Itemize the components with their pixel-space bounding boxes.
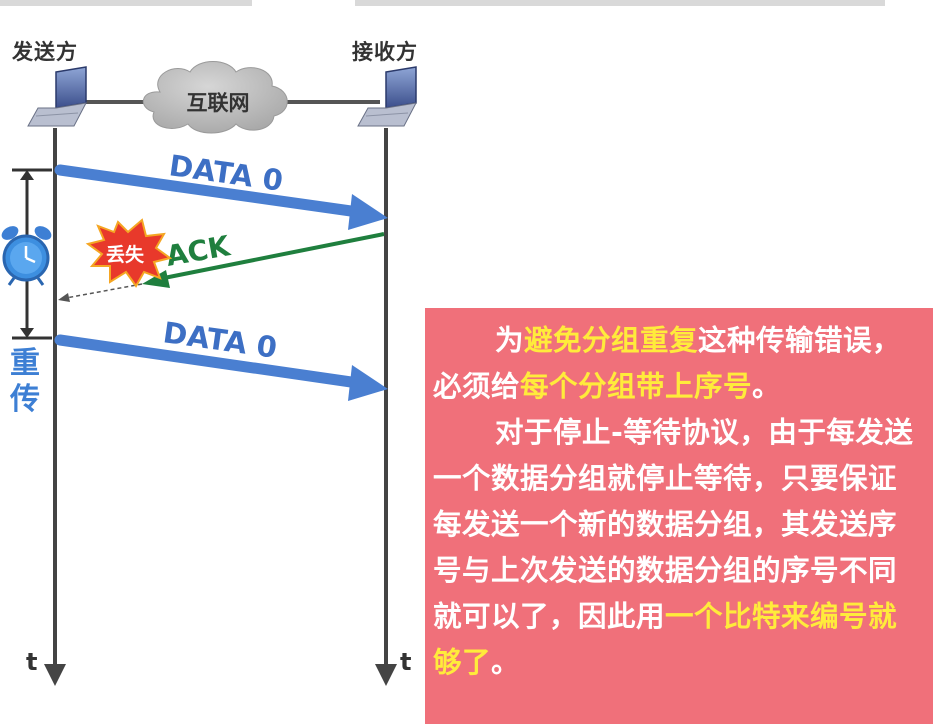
top-divider-right — [355, 0, 885, 6]
sender-timeline — [44, 128, 66, 686]
note-p1-text-e: 。 — [752, 370, 782, 403]
explanation-note: 为避免分组重复这种传输错误，必须给每个分组带上序号。 对于停止-等待协议，由于每… — [425, 308, 933, 724]
note-p2-highlight: 一个比特来编号就够了 — [433, 600, 898, 679]
timer-clock-icon — [1, 226, 52, 286]
note-p2-text-c: 。 — [491, 646, 521, 679]
note-p1-text-a: 为 — [495, 324, 525, 357]
note-p1-text-c: 这种传输错误，必须给 — [433, 324, 902, 403]
note-p1-highlight-2: 每个分组带上序号 — [520, 370, 753, 403]
receiver-label: 接收方 — [352, 40, 418, 64]
lost-burst-icon — [85, 218, 173, 288]
time-axis-label-receiver: t — [400, 648, 412, 676]
time-axis-label-sender: t — [26, 648, 38, 676]
receiver-laptop-icon — [357, 66, 417, 127]
lost-label: 丢失 — [106, 243, 145, 266]
retransmit-label: 重传 — [10, 346, 40, 417]
ack-lost-path — [58, 283, 143, 302]
internet-cloud-icon — [143, 61, 288, 134]
note-paragraph-1: 为避免分组重复这种传输错误，必须给每个分组带上序号。 — [433, 318, 923, 410]
ack-arrow — [142, 232, 385, 288]
sender-laptop-icon — [27, 66, 87, 127]
note-paragraph-2: 对于停止-等待协议，由于每发送一个数据分组就停止等待，只要保证每发送一个新的数据… — [433, 410, 923, 686]
top-divider-left — [0, 0, 252, 6]
sender-label: 发送方 — [12, 40, 78, 64]
data0-arrow-first — [54, 164, 388, 230]
network-label: 互联网 — [187, 91, 250, 115]
note-p2-text-a: 对于停止-等待协议，由于每发送一个数据分组就停止等待，只要保证每发送一个新的数据… — [433, 416, 914, 633]
note-p1-highlight-1: 避免分组重复 — [524, 324, 699, 357]
data0-arrow-retransmit — [54, 334, 388, 401]
